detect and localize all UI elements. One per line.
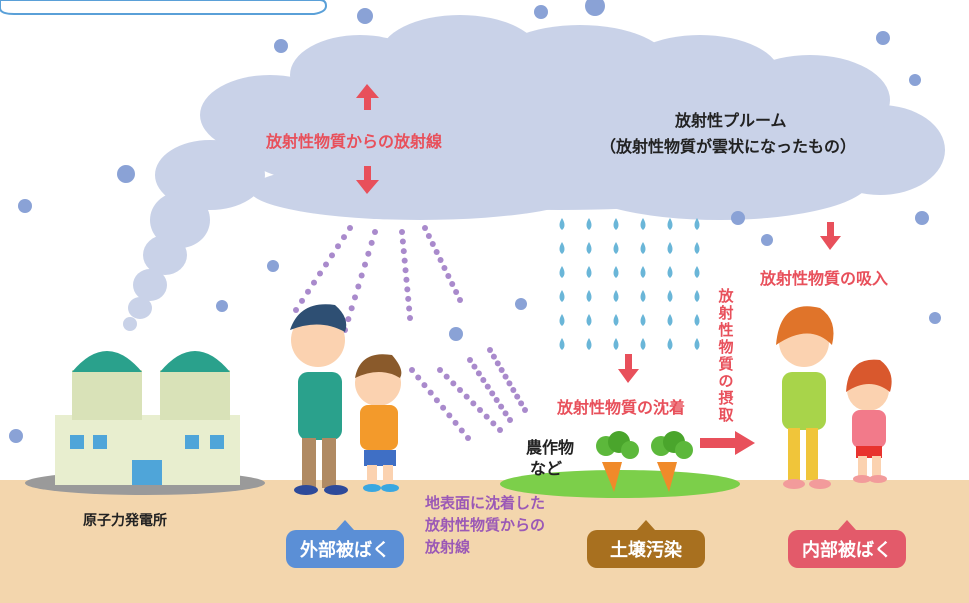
nuclear-power-plant bbox=[25, 351, 265, 495]
grass-patch bbox=[500, 470, 740, 498]
ground-radiation-label-2: 放射性物質からの bbox=[425, 516, 546, 534]
radiation-from-material-label: 放射性物質からの放射線 bbox=[266, 132, 443, 151]
rain-drops bbox=[559, 218, 700, 350]
plume-description: （放射性物質が雲状になったもの） bbox=[600, 137, 857, 156]
crops-label: 農作物 bbox=[526, 438, 575, 457]
ground-radiation-label-3: 放射線 bbox=[425, 538, 471, 556]
ingestion-label-vertical: 放射性物質の摂取 bbox=[718, 287, 734, 424]
internal-exposure-badge: 内部被ばく bbox=[788, 520, 906, 568]
radioactive-particles bbox=[9, 0, 941, 443]
crops-etc-label: など bbox=[530, 459, 563, 478]
carrot-crops bbox=[596, 431, 693, 492]
external-exposure-badge: 外部被ばく bbox=[286, 520, 404, 568]
power-plant-label: 原子力発電所 bbox=[83, 513, 167, 529]
radiation-dot-lines bbox=[293, 225, 528, 441]
radioactive-plume-cloud bbox=[123, 15, 945, 331]
deposition-label: 放射性物質の沈着 bbox=[557, 398, 686, 417]
frame-corner bbox=[0, 0, 328, 15]
radiation-arrows bbox=[356, 84, 841, 455]
soil-contamination-badge: 土壌汚染 bbox=[587, 520, 705, 568]
inhalation-label: 放射性物質の吸入 bbox=[760, 269, 889, 288]
family-left bbox=[290, 304, 402, 495]
plume-title: 放射性プルーム bbox=[675, 111, 787, 130]
family-right bbox=[776, 306, 892, 489]
ground-radiation-label-1: 地表面に沈着した bbox=[425, 494, 546, 512]
